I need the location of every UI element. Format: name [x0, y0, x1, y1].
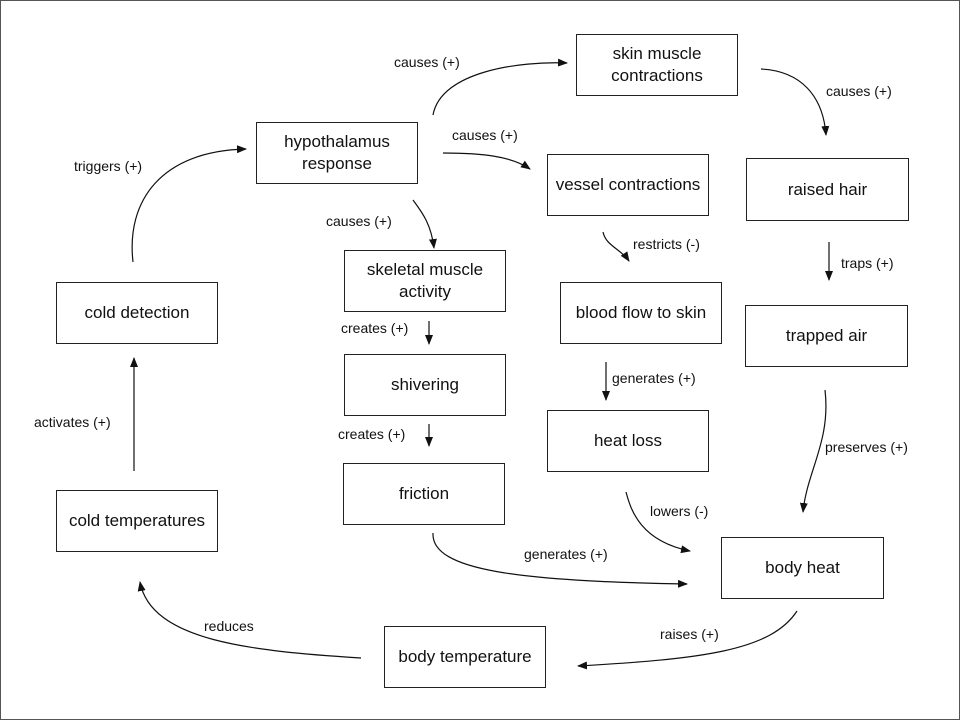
- node-cold-detection: cold detection: [56, 282, 218, 344]
- arrow-hypothalamus-to-skeletal: [412, 199, 437, 249]
- label-skin-hair: causes (+): [826, 83, 892, 99]
- arrow-heat-loss-to-body-heat: [625, 491, 691, 554]
- node-cold-temperatures: cold temperatures: [56, 490, 218, 552]
- label-heatloss-bodyheat: lowers (-): [650, 503, 709, 519]
- label-temps-detect: activates (+): [34, 414, 111, 430]
- node-trapped-air: trapped air: [745, 305, 908, 367]
- arrow-friction-to-body-heat: [432, 532, 688, 588]
- label-bodyheat-temp: raises (+): [660, 626, 719, 642]
- node-hypothalamus-response: hypothalamus response: [256, 122, 418, 184]
- arrow-hypothalamus-to-vessel: [442, 152, 531, 170]
- arrow-body-temp-to-cold-temps: [137, 581, 362, 659]
- arrow-trapped-air-to-body-heat: [799, 389, 827, 513]
- label-cold-hyp: triggers (+): [74, 158, 143, 174]
- arrow-body-heat-to-body-temp: [577, 610, 798, 670]
- node-shivering: shivering: [344, 354, 506, 416]
- node-raised-hair: raised hair: [746, 158, 909, 221]
- label-vessel-blood: restricts (-): [633, 236, 700, 252]
- node-heat-loss: heat loss: [547, 410, 709, 472]
- node-friction: friction: [343, 463, 505, 525]
- label-hyp-skeletal: causes (+): [326, 213, 392, 229]
- arrow-cold-detection-to-hypothalamus: [131, 145, 247, 263]
- node-skin-muscle-contractions: skin muscle contractions: [576, 34, 738, 96]
- label-blood-heatloss: generates (+): [612, 370, 696, 386]
- label-hair-air: traps (+): [841, 255, 894, 271]
- node-vessel-contractions: vessel contractions: [547, 154, 709, 216]
- label-friction-bodyheat: generates (+): [524, 546, 608, 562]
- label-shiv-friction: creates (+): [338, 426, 406, 442]
- label-skeletal-shiv: creates (+): [341, 320, 409, 336]
- arrow-vessel-to-blood-flow: [602, 231, 630, 262]
- node-blood-flow-to-skin: blood flow to skin: [560, 282, 722, 344]
- label-air-bodyheat: preserves (+): [825, 439, 908, 455]
- arrow-skin-muscle-to-raised-hair: [760, 68, 830, 136]
- arrow-hypothalamus-to-skin-muscle: [432, 58, 568, 116]
- label-temp-coldtemps: reduces: [204, 618, 254, 634]
- node-body-heat: body heat: [721, 537, 884, 599]
- node-body-temperature: body temperature: [384, 626, 546, 688]
- label-hyp-vessel: causes (+): [452, 127, 518, 143]
- node-skeletal-muscle-activity: skeletal muscle activity: [344, 250, 506, 312]
- label-hyp-skin: causes (+): [394, 54, 460, 70]
